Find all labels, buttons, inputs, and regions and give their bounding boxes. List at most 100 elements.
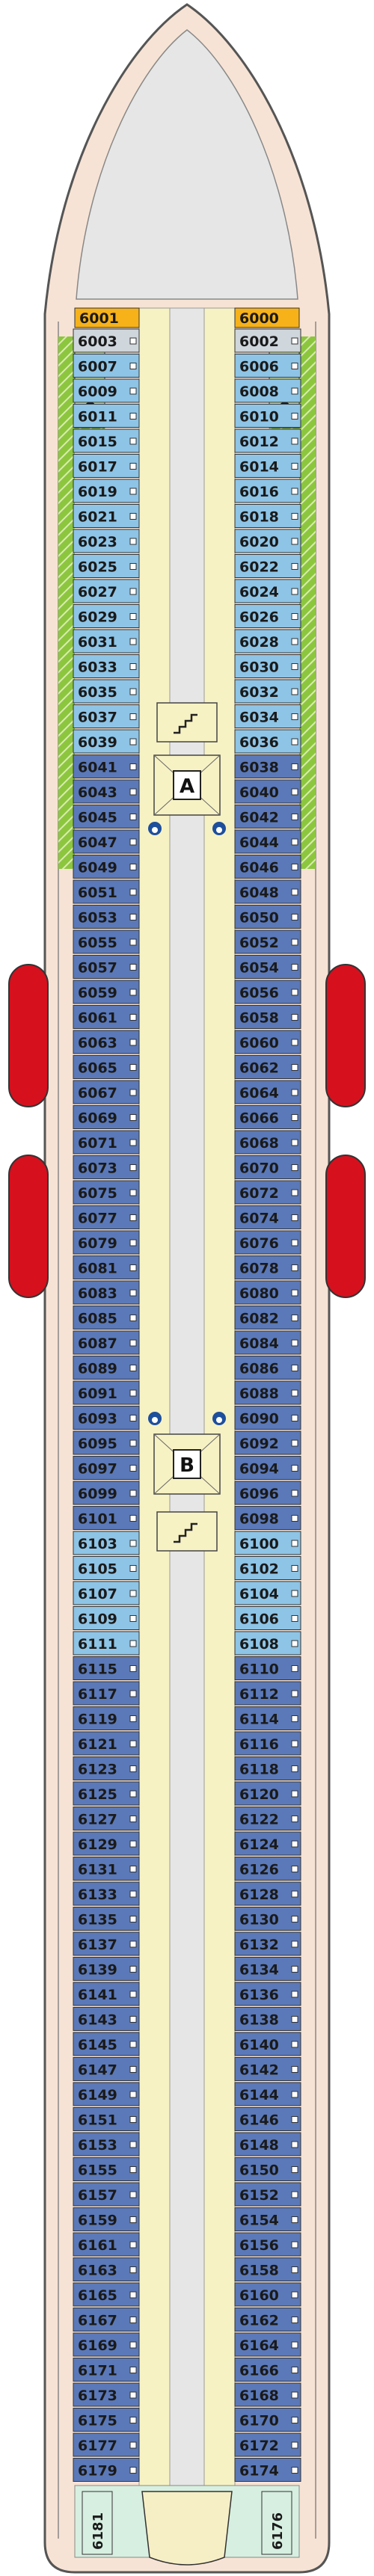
cabin-6079[interactable] bbox=[73, 1230, 140, 1255]
cabin-6150[interactable] bbox=[234, 2157, 301, 2181]
cabin-6015[interactable] bbox=[73, 428, 140, 453]
cabin-6164[interactable] bbox=[234, 2332, 301, 2357]
cabin-6045[interactable] bbox=[73, 805, 140, 829]
cabin-6160[interactable] bbox=[234, 2282, 301, 2307]
cabin-6088[interactable] bbox=[234, 1380, 301, 1405]
cabin-6069[interactable] bbox=[73, 1105, 140, 1129]
cabin-6096[interactable] bbox=[234, 1481, 301, 1505]
cabin-6092[interactable] bbox=[234, 1430, 301, 1455]
cabin-6144[interactable] bbox=[234, 2082, 301, 2106]
cabin-6064[interactable] bbox=[234, 1080, 301, 1104]
cabin-6170[interactable] bbox=[234, 2408, 301, 2432]
cabin-6140[interactable] bbox=[234, 2032, 301, 2056]
cabin-6122[interactable] bbox=[234, 1807, 301, 1830]
cabin-6042[interactable] bbox=[234, 805, 301, 829]
cabin-6040[interactable] bbox=[234, 779, 301, 804]
cabin-6022[interactable] bbox=[234, 554, 301, 578]
cabin-6159[interactable] bbox=[73, 2207, 140, 2231]
cabin-6007[interactable] bbox=[73, 354, 140, 378]
cabin-6012[interactable] bbox=[234, 428, 301, 453]
cabin-6139[interactable] bbox=[73, 1957, 140, 1981]
cabin-6112[interactable] bbox=[234, 1681, 301, 1706]
cabin-6034[interactable] bbox=[234, 704, 301, 728]
cabin-6084[interactable] bbox=[234, 1330, 301, 1355]
cabin-6056[interactable] bbox=[234, 980, 301, 1004]
cabin-6169[interactable] bbox=[73, 2332, 140, 2357]
cabin-6162[interactable] bbox=[234, 2308, 301, 2331]
cabin-6146[interactable] bbox=[234, 2107, 301, 2131]
cabin-6032[interactable] bbox=[234, 679, 301, 704]
cabin-6077[interactable] bbox=[73, 1205, 140, 1229]
cabin-6095[interactable] bbox=[73, 1430, 140, 1455]
cabin-6026[interactable] bbox=[234, 604, 301, 628]
cabin-6106[interactable] bbox=[234, 1606, 301, 1630]
cabin-6041[interactable] bbox=[73, 754, 140, 778]
cabin-6052[interactable] bbox=[234, 929, 301, 954]
cabin-6179[interactable] bbox=[73, 2458, 140, 2482]
cabin-6086[interactable] bbox=[234, 1356, 301, 1380]
cabin-6002[interactable] bbox=[234, 328, 301, 353]
cabin-6166[interactable] bbox=[234, 2358, 301, 2382]
cabin-6050[interactable] bbox=[234, 905, 301, 929]
cabin-6124[interactable] bbox=[234, 1831, 301, 1856]
cabin-6090[interactable] bbox=[234, 1406, 301, 1430]
cabin-6101[interactable] bbox=[73, 1506, 140, 1530]
cabin-6161[interactable] bbox=[73, 2232, 140, 2257]
cabin-6019[interactable] bbox=[73, 479, 140, 503]
cabin-6175[interactable] bbox=[73, 2408, 140, 2432]
cabin-6099[interactable] bbox=[73, 1481, 140, 1505]
cabin-6118[interactable] bbox=[234, 1756, 301, 1780]
cabin-6145[interactable] bbox=[73, 2032, 140, 2056]
cabin-6097[interactable] bbox=[73, 1456, 140, 1480]
cabin-6158[interactable] bbox=[234, 2257, 301, 2281]
cabin-6021[interactable] bbox=[73, 504, 140, 528]
cabin-6152[interactable] bbox=[234, 2182, 301, 2207]
cabin-6163[interactable] bbox=[73, 2257, 140, 2281]
cabin-6023[interactable] bbox=[73, 529, 140, 553]
cabin-6094[interactable] bbox=[234, 1456, 301, 1480]
cabin-6043[interactable] bbox=[73, 779, 140, 804]
cabin-6123[interactable] bbox=[73, 1756, 140, 1780]
cabin-6048[interactable] bbox=[234, 879, 301, 904]
cabin-6104[interactable] bbox=[234, 1581, 301, 1605]
cabin-6120[interactable] bbox=[234, 1781, 301, 1806]
cabin-6108[interactable] bbox=[234, 1631, 301, 1656]
cabin-6133[interactable] bbox=[73, 1881, 140, 1906]
cabin-6033[interactable] bbox=[73, 654, 140, 678]
cabin-6062[interactable] bbox=[234, 1055, 301, 1079]
cabin-6071[interactable] bbox=[73, 1130, 140, 1155]
cabin-6148[interactable] bbox=[234, 2132, 301, 2157]
cabin-6072[interactable] bbox=[234, 1180, 301, 1205]
cabin-6016[interactable] bbox=[234, 479, 301, 503]
cabin-6105[interactable] bbox=[73, 1556, 140, 1580]
cabin-6031[interactable] bbox=[73, 629, 140, 654]
cabin-6100[interactable] bbox=[234, 1531, 301, 1555]
cabin-6027[interactable] bbox=[73, 579, 140, 603]
cabin-6135[interactable] bbox=[73, 1907, 140, 1931]
cabin-6143[interactable] bbox=[73, 2007, 140, 2031]
cabin-6093[interactable] bbox=[73, 1406, 140, 1430]
cabin-6067[interactable] bbox=[73, 1080, 140, 1104]
cabin-6014[interactable] bbox=[234, 454, 301, 478]
cabin-6044[interactable] bbox=[234, 829, 301, 854]
cabin-6074[interactable] bbox=[234, 1205, 301, 1229]
cabin-6065[interactable] bbox=[73, 1055, 140, 1079]
cabin-6037[interactable] bbox=[73, 704, 140, 728]
cabin-6136[interactable] bbox=[234, 1982, 301, 2006]
cabin-6009[interactable] bbox=[73, 378, 140, 403]
cabin-6141[interactable] bbox=[73, 1982, 140, 2006]
cabin-6039[interactable] bbox=[73, 729, 140, 754]
cabin-6029[interactable] bbox=[73, 604, 140, 628]
cabin-6172[interactable] bbox=[234, 2432, 301, 2457]
cabin-6035[interactable] bbox=[73, 679, 140, 704]
cabin-6156[interactable] bbox=[234, 2232, 301, 2257]
cabin-6111[interactable] bbox=[73, 1631, 140, 1656]
cabin-6078[interactable] bbox=[234, 1255, 301, 1279]
cabin-6082[interactable] bbox=[234, 1306, 301, 1330]
cabin-6059[interactable] bbox=[73, 980, 140, 1004]
cabin-6181[interactable] bbox=[82, 2491, 113, 2555]
cabin-6114[interactable] bbox=[234, 1706, 301, 1730]
cabin-6165[interactable] bbox=[73, 2282, 140, 2307]
cabin-6080[interactable] bbox=[234, 1280, 301, 1305]
cabin-6110[interactable] bbox=[234, 1656, 301, 1680]
